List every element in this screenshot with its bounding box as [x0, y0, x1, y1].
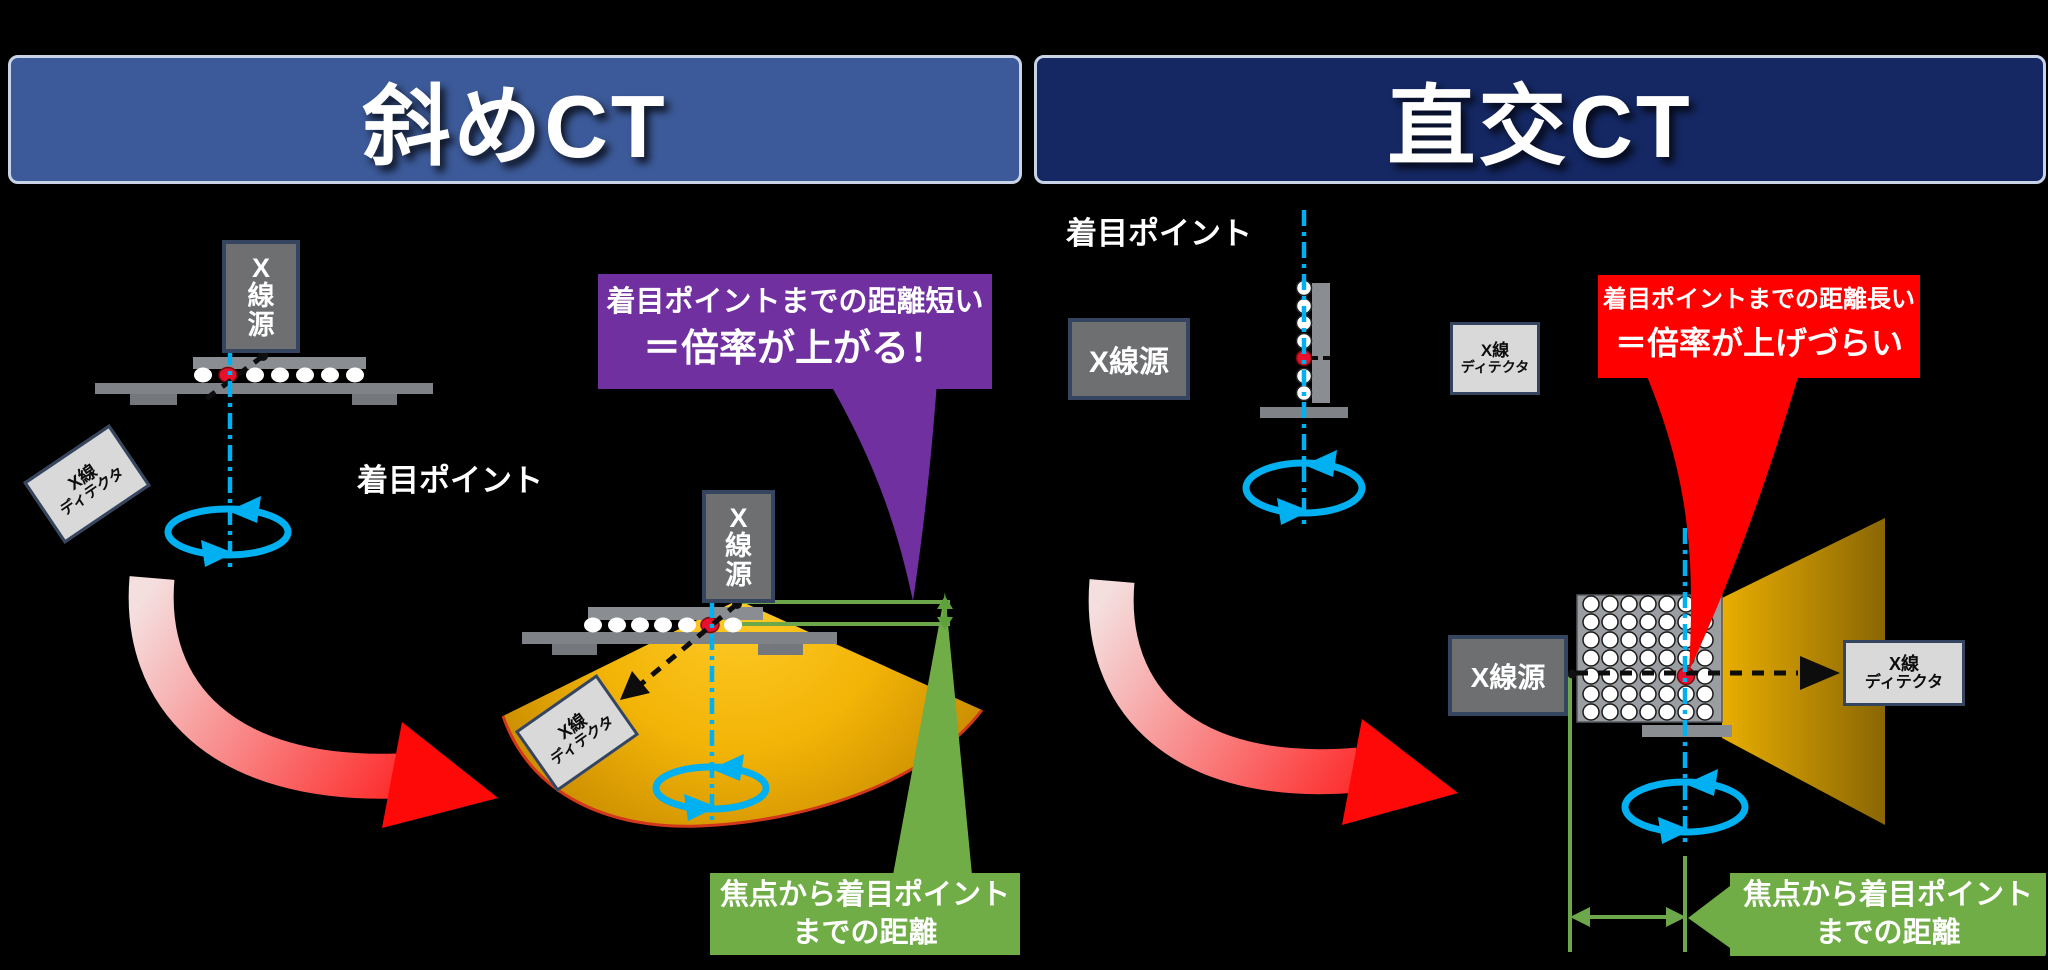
red-callout-tail: [1646, 374, 1799, 671]
right-panel-title: 直交CT: [1034, 55, 2046, 184]
rotate-transition-arrow-right: [1088, 579, 1458, 825]
point-of-interest-label-right: 着目ポイント: [1066, 216, 1252, 251]
callout-line1: 焦点から着目ポイント: [1742, 879, 2033, 911]
point-of-interest-label-left: 着目ポイント: [357, 463, 543, 498]
sample-dots-left-bottom: [584, 616, 742, 634]
xray-detector-label: ディテクタ: [1864, 674, 1944, 692]
xray-source-box-right-top: X線源: [1068, 318, 1190, 400]
callout-line1: 着目ポイントまでの距離長い: [1603, 286, 1915, 313]
xray-source-label: X線源: [1088, 346, 1169, 379]
left-title-text: 斜めCT: [362, 77, 668, 176]
callout-line2: までの距離: [792, 917, 938, 949]
distance-measure-left-arrows: [937, 596, 953, 630]
green-callout-tail-left: [893, 592, 972, 875]
green-callout-tail-right: [1688, 886, 1730, 948]
distance-measure-right: [1568, 674, 1687, 952]
xray-source-box-left-bottom: X線源: [702, 490, 775, 603]
xray-detector-label: ディテクタ: [1460, 359, 1530, 376]
purple-callout-tail: [829, 382, 937, 601]
callout-line2: ＝倍率が上がる！: [642, 328, 947, 370]
callout-line1: 着目ポイントまでの距離短い: [606, 286, 984, 318]
right-title-text: 直交CT: [1387, 77, 1693, 176]
focal-distance-callout-left: 焦点から着目ポイント までの距離: [710, 873, 1020, 955]
xray-source-label: X線源: [247, 252, 275, 340]
xray-source-label: X線源: [724, 502, 752, 590]
xray-detector-box-right-bottom: X線 ディテクタ: [1843, 640, 1965, 706]
xray-path-arrows: [204, 354, 1840, 700]
machine-left-bottom: [522, 607, 837, 655]
focal-distance-callout-right: 焦点から着目ポイント までの距離: [1730, 873, 2046, 956]
distance-measure-right-arrows: [1570, 907, 1686, 927]
machine-left-top: [95, 357, 433, 405]
left-panel-title: 斜めCT: [8, 55, 1022, 184]
xray-source-box-left-top: X線源: [222, 240, 300, 353]
xray-detector-box-right-top: X線 ディテクタ: [1450, 322, 1540, 395]
callout-line2: ＝倍率が上げづらい: [1614, 325, 1903, 361]
xray-detector-label: X線: [1480, 341, 1510, 361]
magnification-callout-right: 着目ポイントまでの距離長い ＝倍率が上げづらい: [1598, 275, 1920, 378]
callout-line2: までの距離: [1815, 917, 1961, 949]
rotate-transition-arrow-left: [128, 576, 498, 828]
rotation-arrow-icons: [164, 450, 1749, 844]
callout-line1: 焦点から着目ポイント: [719, 879, 1010, 911]
magnification-callout-left: 着目ポイントまでの距離短い ＝倍率が上がる！: [598, 274, 992, 389]
sample-dots-left-top: [194, 366, 364, 384]
xray-source-box-right-bottom: X線源: [1448, 635, 1568, 716]
xray-source-label: X線源: [1470, 661, 1546, 693]
xray-detector-label: X線: [1888, 653, 1919, 674]
sample-grid-right-bottom: [1582, 595, 1714, 721]
